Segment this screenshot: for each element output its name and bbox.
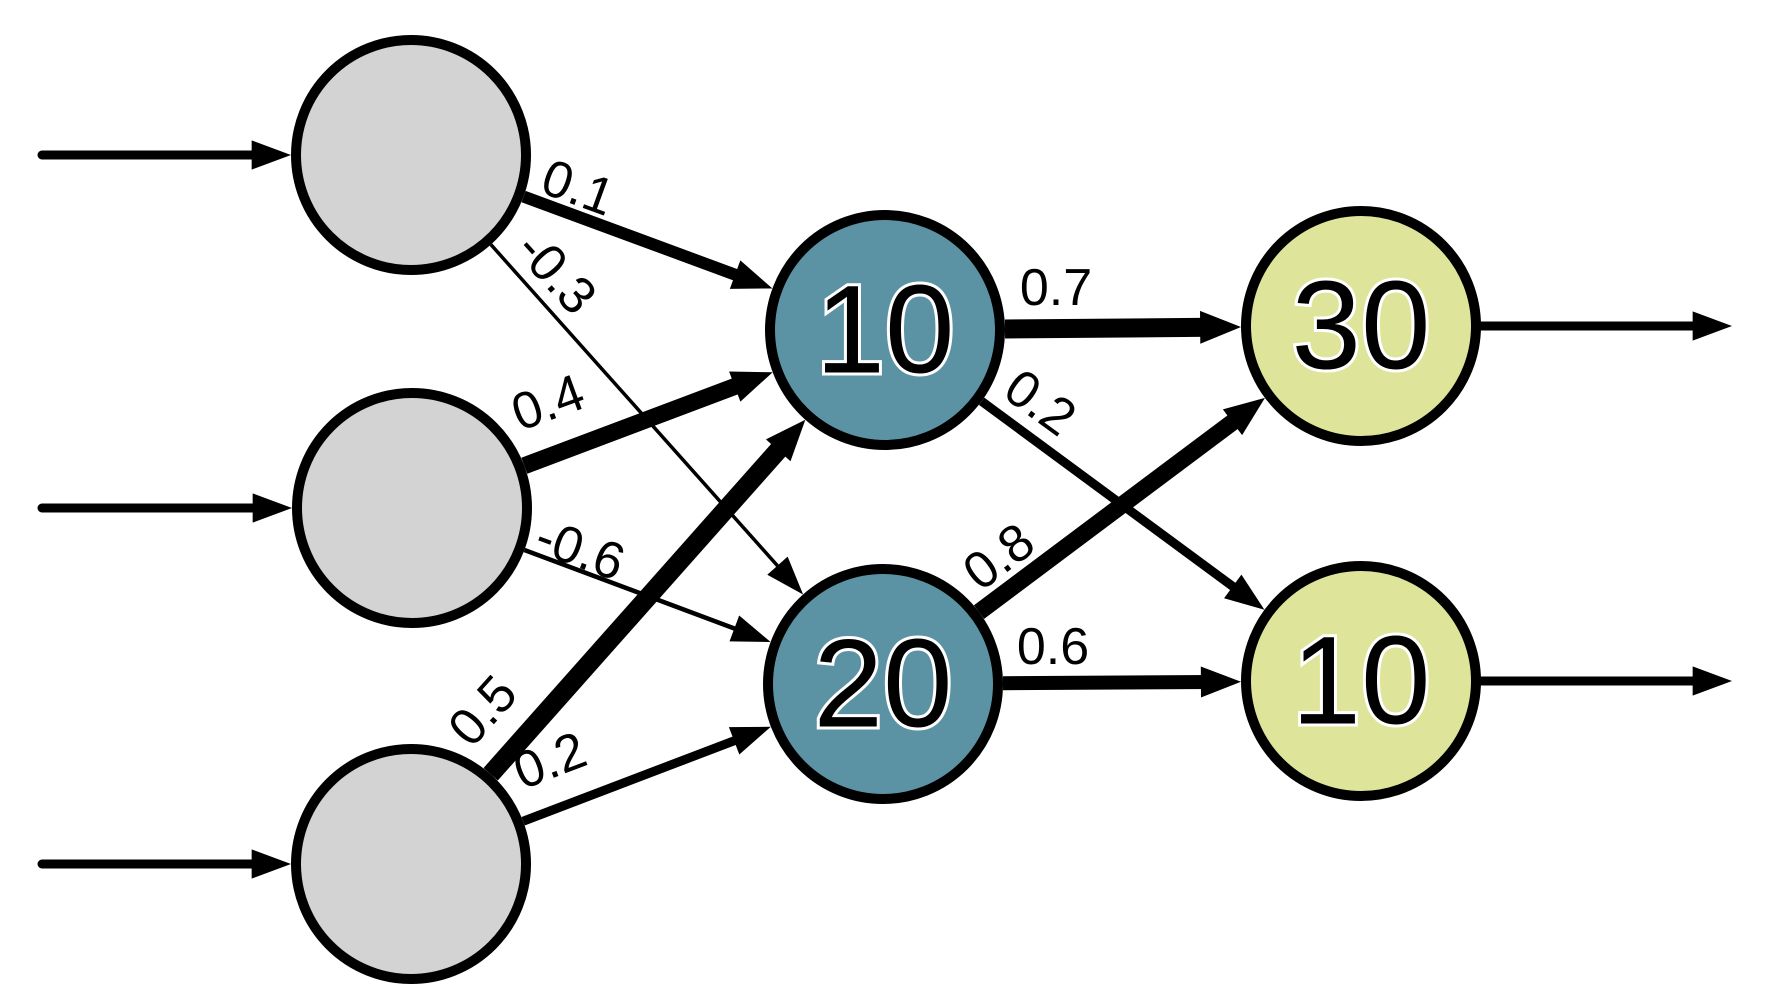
node-value-hidden-20: 20 bbox=[813, 615, 952, 754]
edge-hidden-10-output-10-arrowhead bbox=[1224, 574, 1265, 610]
edge-hidden-10-output-30-line bbox=[1004, 317, 1211, 339]
weight-label-hidden-20-output-10: 0.6 bbox=[1017, 618, 1089, 676]
weight-label-input-1-hidden-10: 0.1 bbox=[534, 148, 622, 227]
edge-input-2-hidden-20-line bbox=[523, 547, 745, 634]
edge-input-2-hidden-10-line bbox=[521, 375, 748, 474]
weight-label-input-2-hidden-20: -0.6 bbox=[528, 507, 632, 592]
node-output-10 bbox=[1241, 561, 1481, 801]
edge-input-3-hidden-10-line bbox=[483, 436, 793, 781]
weight-label-hidden-20-output-30: 0.8 bbox=[953, 512, 1046, 602]
node-hidden-10 bbox=[765, 210, 1005, 450]
node-input-2 bbox=[292, 388, 532, 628]
edge-input-1-hidden-10-line bbox=[521, 190, 747, 284]
edge-hidden-20-output-30-arrowhead bbox=[1222, 397, 1265, 436]
input-arrow-input-3-arrowhead bbox=[251, 849, 291, 879]
edge-hidden-10-output-30-arrowhead bbox=[1200, 310, 1242, 344]
edge-hidden-10-output-10-line bbox=[978, 397, 1244, 596]
edge-hidden-20-output-30-line bbox=[973, 409, 1246, 619]
weight-label-hidden-10-output-30: 0.7 bbox=[1020, 259, 1092, 317]
node-input-1 bbox=[291, 35, 531, 275]
edge-input-3-hidden-10-arrowhead bbox=[765, 419, 806, 462]
edge-hidden-20-output-10-arrowhead bbox=[1200, 666, 1242, 698]
output-arrow-output-10-arrowhead bbox=[1692, 666, 1732, 696]
node-input-3 bbox=[291, 744, 531, 984]
node-output-30 bbox=[1241, 206, 1481, 446]
node-value-output-10: 10 bbox=[1291, 612, 1430, 751]
weight-label-input-2-hidden-10: 0.4 bbox=[504, 363, 592, 442]
edge-input-1-hidden-10-arrowhead bbox=[729, 260, 773, 289]
input-arrow-input-2-arrowhead bbox=[252, 493, 292, 523]
edge-input-1-hidden-20-arrowhead bbox=[767, 556, 804, 595]
weight-label-hidden-10-output-10: 0.2 bbox=[994, 358, 1087, 447]
edge-input-1-hidden-20-line bbox=[489, 243, 786, 575]
node-value-hidden-10: 10 bbox=[815, 261, 954, 400]
edge-input-3-hidden-20-line bbox=[521, 733, 745, 826]
node-hidden-20 bbox=[763, 564, 1003, 804]
weight-label-input-1-hidden-20: -0.3 bbox=[504, 220, 607, 325]
edge-input-2-hidden-10-arrowhead bbox=[729, 371, 773, 402]
input-arrow-input-1-arrowhead bbox=[251, 140, 291, 170]
node-value-output-30: 30 bbox=[1291, 257, 1430, 396]
edge-input-2-hidden-20-arrowhead bbox=[729, 615, 771, 642]
output-arrow-output-30-arrowhead bbox=[1692, 311, 1732, 341]
edge-input-3-hidden-20-arrowhead bbox=[728, 726, 771, 755]
edge-hidden-20-output-10-line bbox=[1002, 674, 1211, 691]
